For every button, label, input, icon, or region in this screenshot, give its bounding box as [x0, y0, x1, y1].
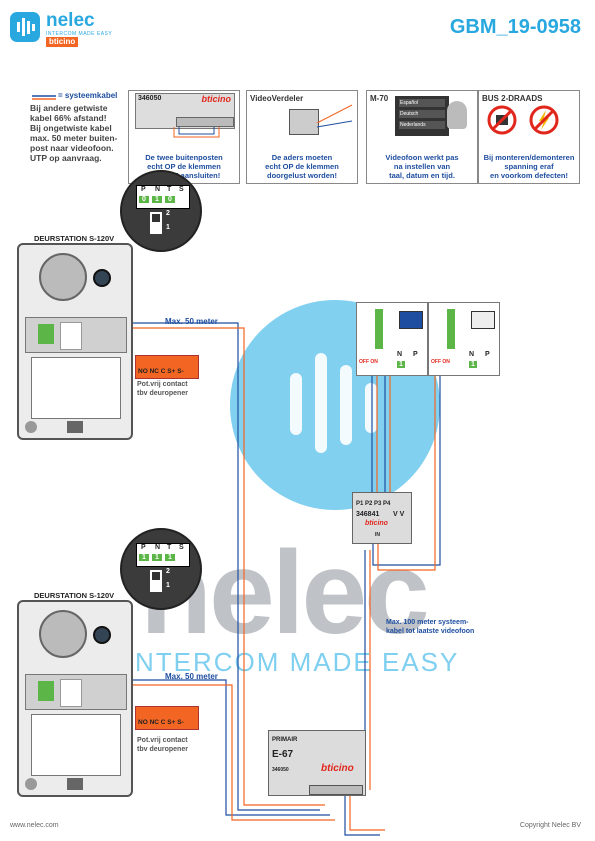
station2-title: DEURSTATION S-120V	[34, 591, 115, 600]
video-splitter-346841: P1 P2 P3 P4 346841 V V bticino IN	[352, 492, 412, 544]
nameplate-area-1	[31, 357, 121, 419]
jumper-1	[150, 212, 162, 234]
relay-terminals-2: NO NC C S+ S-	[135, 706, 199, 730]
splitter-title: VideoVerdeler	[250, 94, 304, 103]
power-terminals	[309, 785, 363, 795]
monitor-1: OFF ON N P 1	[356, 302, 428, 376]
watermark-tagline: NTERCOM MADE EASY	[135, 647, 460, 677]
relay-terminals-1: NO NC C S+ S-	[135, 355, 199, 379]
hand-icon	[447, 101, 467, 129]
no-plug-icon	[487, 105, 517, 135]
power-supply-e67: PRIMAIR E-67 346050 bticino	[268, 730, 366, 796]
bus-title: BUS 2-DRAADS	[482, 94, 543, 103]
m70-title: M-70	[370, 94, 389, 103]
no-power-icon	[529, 105, 559, 135]
system-cable-swatch	[32, 95, 56, 100]
door-station-1	[17, 243, 133, 440]
dip-header-2: P N T S 1 1 1	[136, 543, 190, 567]
e67-thumbnail: 346050 bticino	[135, 93, 235, 129]
connector-green	[38, 324, 54, 344]
monitor-2: OFF ON N P 1	[428, 302, 500, 376]
document-id: GBM_19-0958	[449, 16, 581, 38]
watermark-logo-bars	[290, 353, 377, 453]
dip-zoom-2: P N T S 1 1 1 2 1	[120, 528, 202, 610]
door-station-2	[17, 600, 133, 797]
station1-title: DEURSTATION S-120V	[34, 234, 115, 243]
terminal-block-1	[25, 317, 127, 353]
tamper-icon	[67, 778, 83, 790]
m70-info-box: M-70 Español Deutsch Nederlands Videofoo…	[366, 90, 478, 184]
distance-label-2: Max. 50 meter	[165, 672, 218, 681]
jumper-2	[150, 570, 162, 592]
connector-green	[38, 681, 54, 701]
distance-label-1: Max. 50 meter	[165, 317, 218, 326]
nameplate-area-2	[31, 714, 121, 776]
dip-zoom-1: P N T S 0 1 0 2 1	[120, 170, 202, 252]
cable-legend: = systeemkabel	[58, 91, 118, 100]
speaker-icon	[39, 253, 87, 301]
screw-icon	[25, 778, 37, 790]
monitor-terminals	[447, 309, 455, 349]
terminal-block-2	[25, 674, 127, 710]
camera-icon	[93, 269, 111, 287]
monitor-icon	[471, 311, 495, 329]
bticino-logo: bticino	[46, 37, 79, 47]
footer-copyright: Copyright Nelec BV	[519, 822, 581, 829]
brand-tagline: INTERCOM MADE EASY	[46, 31, 113, 37]
language-menu: Español Deutsch Nederlands	[395, 96, 449, 136]
monitor-icon	[399, 311, 423, 329]
max-100m-label: Max. 100 meter systeem-kabel tot laatste…	[386, 619, 475, 635]
nelec-logo-icon	[10, 12, 40, 42]
dip-header-1: P N T S 0 1 0	[136, 185, 190, 209]
monitor-terminals	[375, 309, 383, 349]
tamper-icon	[67, 421, 83, 433]
screw-icon	[25, 421, 37, 433]
camera-icon	[93, 626, 111, 644]
brand-name: nelec	[46, 10, 95, 31]
speaker-icon	[39, 610, 87, 658]
footer-website: www.nelec.com	[10, 822, 59, 829]
